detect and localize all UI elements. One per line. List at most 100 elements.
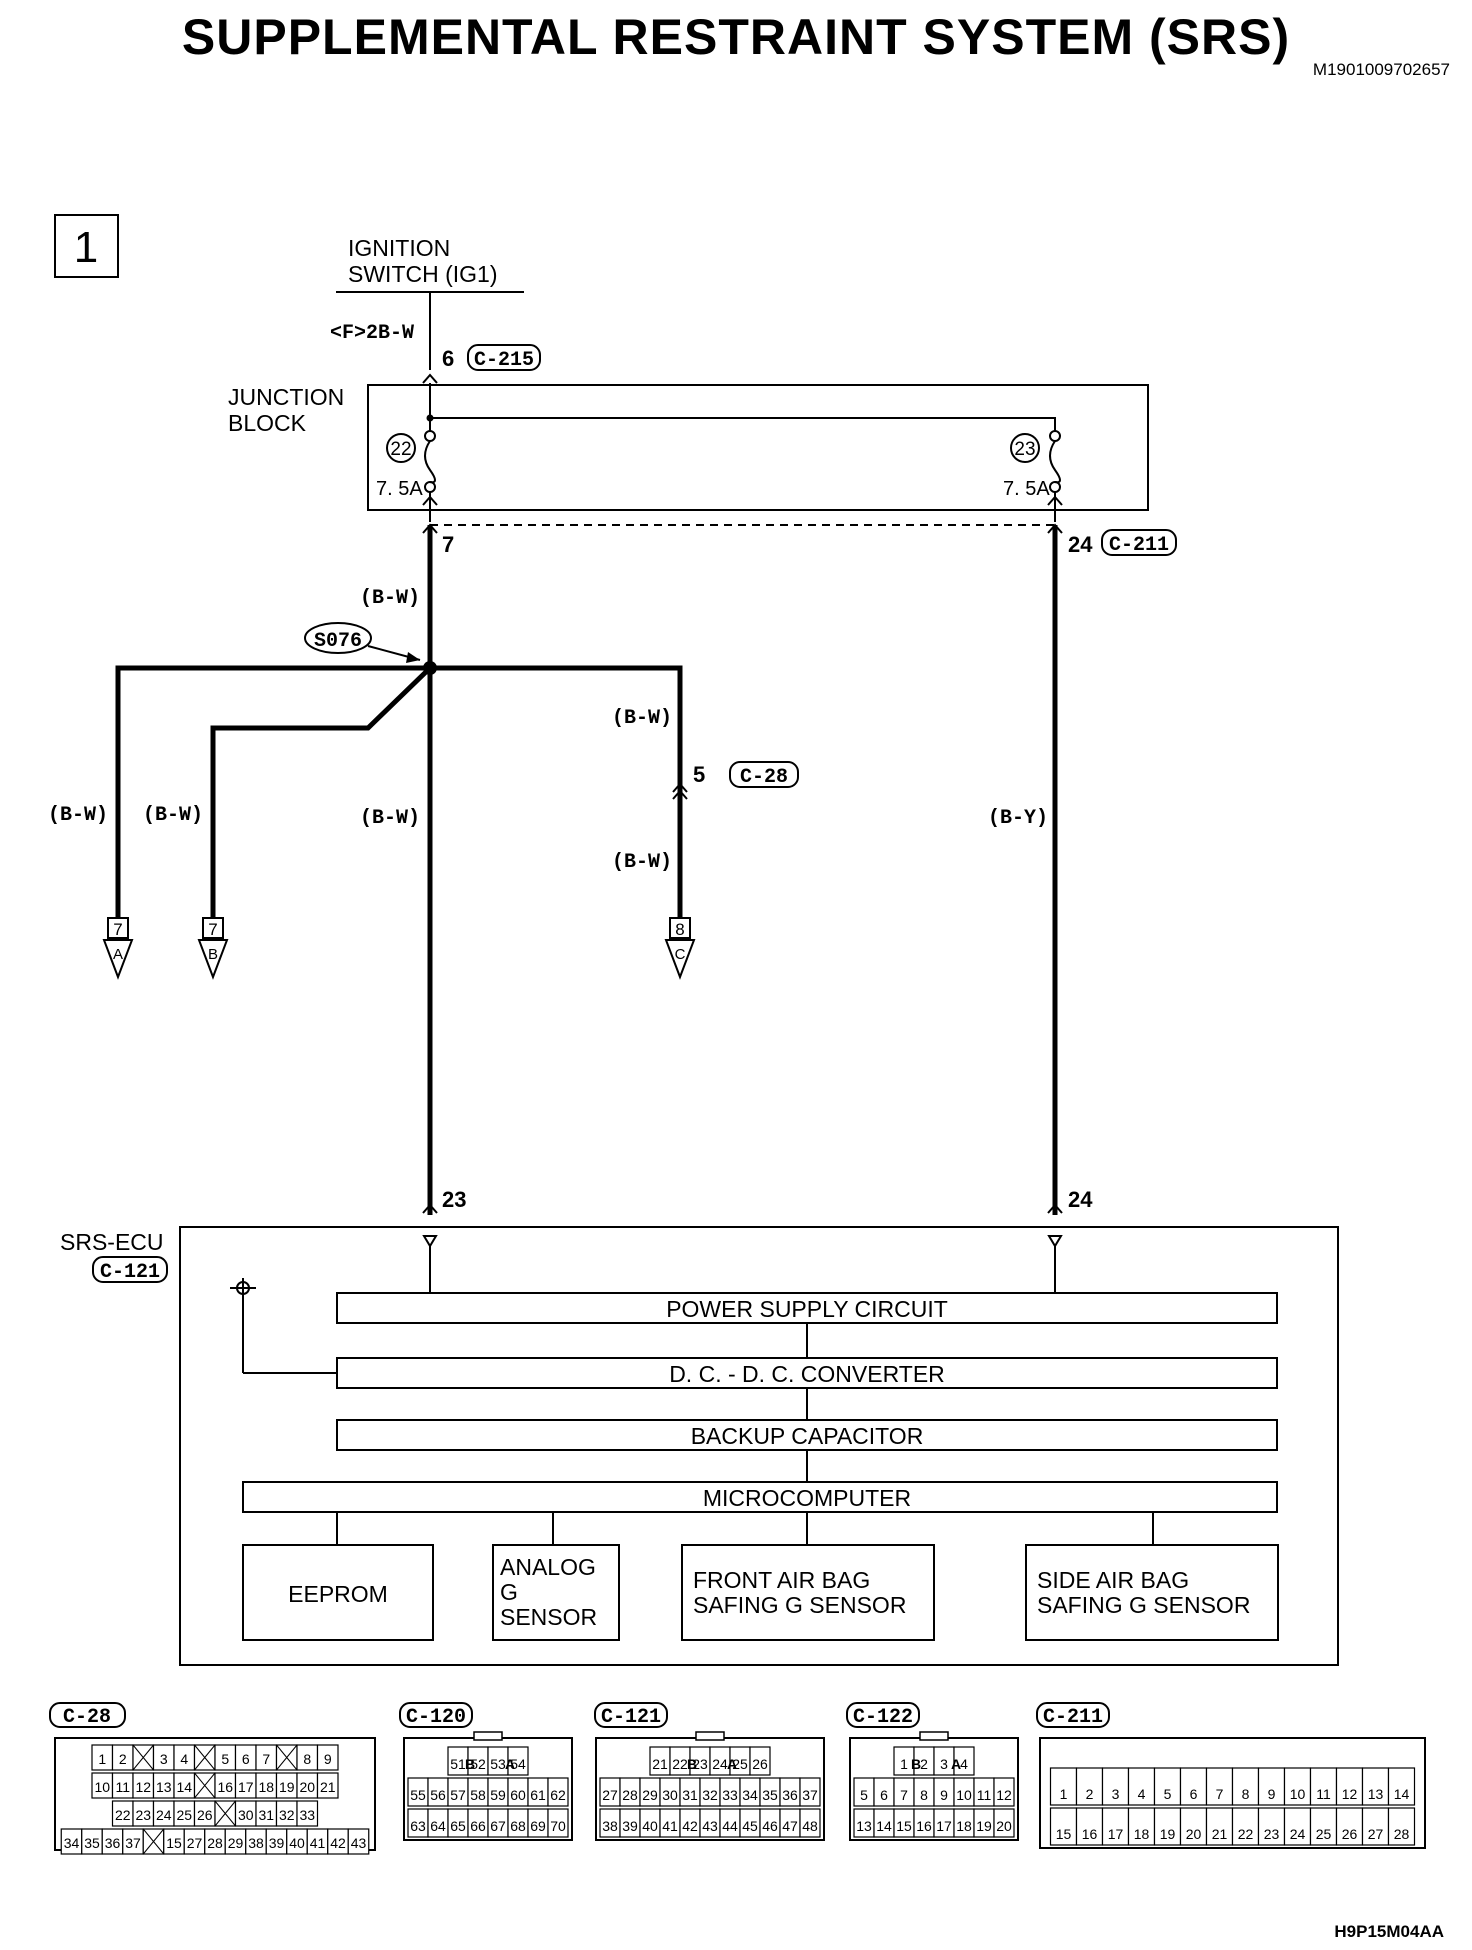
ecu-term-right bbox=[1047, 1203, 1063, 1214]
fuse-left-element bbox=[424, 440, 436, 484]
c28-connector-badge bbox=[729, 761, 799, 788]
c28-pin-number: 23 bbox=[135, 1807, 151, 1823]
c211-cavity bbox=[1257, 1767, 1286, 1806]
c28-pin-number: 42 bbox=[330, 1835, 346, 1851]
c28-cavity bbox=[347, 1828, 370, 1855]
c122-pin-number: 3 bbox=[940, 1756, 948, 1772]
c120-pin-number: 55 bbox=[410, 1787, 426, 1803]
svg-text:BACKUP CAPACITOR: BACKUP CAPACITOR bbox=[691, 1423, 924, 1449]
c120-pin-number: 57 bbox=[450, 1787, 466, 1803]
c28-blank-mark bbox=[194, 1744, 216, 1771]
offpage-c[interactable]: 8 C bbox=[664, 917, 696, 980]
c211-pin-number: 1 bbox=[1060, 1786, 1068, 1802]
c28-blank-mark bbox=[214, 1800, 236, 1827]
svg-text:8: 8 bbox=[675, 920, 684, 939]
c211-face-badge bbox=[1036, 1702, 1110, 1728]
c121-pin-number: 26 bbox=[752, 1756, 768, 1772]
ecu-name: SRS-ECU bbox=[60, 1229, 164, 1255]
microcomputer: MICROCOMPUTER bbox=[242, 1481, 1278, 1513]
svg-text:FRONT AIR BAG: FRONT AIR BAG bbox=[693, 1567, 870, 1593]
c211-pin-number: 16 bbox=[1082, 1826, 1098, 1842]
c211-face-label: C-211 bbox=[1043, 1706, 1103, 1729]
dcdc-converter: D. C. - D. C. CONVERTER bbox=[336, 1357, 1278, 1389]
fuse-left-badge bbox=[386, 433, 416, 463]
c211-pin-number: 18 bbox=[1134, 1826, 1150, 1842]
c120-pin-number: 70 bbox=[550, 1818, 566, 1834]
wire-color-center: (B-W) bbox=[360, 807, 420, 830]
c122-pin-number: 9 bbox=[940, 1787, 948, 1803]
c120-pin-number: 53 bbox=[490, 1756, 506, 1772]
svg-text:SAFING G SENSOR: SAFING G SENSOR bbox=[693, 1592, 906, 1618]
c211-pin-number: 9 bbox=[1268, 1786, 1276, 1802]
c28-term-2 bbox=[672, 789, 688, 800]
c120-pin-number: 61 bbox=[530, 1787, 546, 1803]
svg-text:G: G bbox=[500, 1579, 518, 1605]
c211-pin-number: 25 bbox=[1316, 1826, 1332, 1842]
sheet-number-box bbox=[54, 214, 119, 278]
c28-pin-number: 24 bbox=[156, 1807, 172, 1823]
c122-pin-number: 15 bbox=[896, 1818, 912, 1834]
c28-cavity bbox=[316, 1744, 339, 1771]
c211-cavity bbox=[1231, 1767, 1260, 1806]
c211-pin-number: 3 bbox=[1112, 1786, 1120, 1802]
c121-pin-number: 23 bbox=[692, 1756, 708, 1772]
c121-latch bbox=[695, 1731, 725, 1741]
c28-pin-number: 1 bbox=[98, 1751, 106, 1767]
c211-pin-number: 10 bbox=[1290, 1786, 1306, 1802]
c28-pin-number: 26 bbox=[197, 1807, 213, 1823]
c211-cavity bbox=[1205, 1767, 1234, 1806]
c28-pin-number: 40 bbox=[289, 1835, 305, 1851]
c122-cavity bbox=[953, 1746, 975, 1776]
c28-blank-mark bbox=[132, 1744, 154, 1771]
c28-pin-number: 20 bbox=[299, 1779, 315, 1795]
c28-pin-number: 18 bbox=[258, 1779, 274, 1795]
svg-text:C: C bbox=[675, 946, 686, 963]
c121-pin-number: 22 bbox=[672, 1756, 688, 1772]
c28-pin-number: 28 bbox=[207, 1835, 223, 1851]
c121-cavity bbox=[799, 1777, 821, 1807]
sheet-number: 1 bbox=[74, 223, 98, 272]
c28-pin-number: 12 bbox=[135, 1779, 151, 1795]
c211-cavity bbox=[1075, 1807, 1104, 1846]
c120-pin-number: 58 bbox=[470, 1787, 486, 1803]
c121-key-a: A bbox=[727, 1756, 737, 1772]
c211-pin-number: 2 bbox=[1086, 1786, 1094, 1802]
c211-pin-number: 28 bbox=[1394, 1826, 1410, 1842]
c122-pin-number: 10 bbox=[956, 1787, 972, 1803]
c121-face-label: C-121 bbox=[601, 1706, 661, 1729]
c122-pin-number: 11 bbox=[977, 1787, 992, 1803]
branch-b bbox=[210, 666, 432, 955]
c121-pin-number: 27 bbox=[602, 1787, 618, 1803]
c28-blank-mark bbox=[142, 1828, 165, 1855]
eeprom-block: EEPROM bbox=[242, 1544, 434, 1641]
c211-pin-number: 23 bbox=[1264, 1826, 1280, 1842]
c211-cavity bbox=[1283, 1767, 1312, 1806]
offpage-b[interactable]: 7 B bbox=[197, 917, 229, 980]
fuse-right-number: 23 bbox=[1014, 439, 1035, 460]
ignition-label-2: SWITCH (IG1) bbox=[348, 261, 498, 287]
c211-pin-number: 24 bbox=[1290, 1826, 1306, 1842]
c121-pin-number: 36 bbox=[782, 1787, 798, 1803]
ignition-wire-code: <F>2B-W bbox=[330, 322, 414, 345]
c28-pin-number: 43 bbox=[351, 1835, 367, 1851]
c211-cavity bbox=[1257, 1807, 1286, 1846]
c28-pin-number: 38 bbox=[248, 1835, 264, 1851]
side-airbag-safing-sensor-block: SIDE AIR BAG SAFING G SENSOR bbox=[1025, 1544, 1279, 1641]
c211-pin-number: 4 bbox=[1138, 1786, 1146, 1802]
c211-pin-number: 21 bbox=[1212, 1826, 1228, 1842]
c211-cavity bbox=[1387, 1767, 1416, 1806]
offpage-a[interactable]: 7 A bbox=[102, 917, 134, 980]
c211-cavity bbox=[1335, 1807, 1364, 1846]
c120-pin-number: 63 bbox=[410, 1818, 426, 1834]
backup-capacitor: BACKUP CAPACITOR bbox=[336, 1419, 1278, 1451]
c121-pin-number: 33 bbox=[722, 1787, 738, 1803]
splice-label: S076 bbox=[314, 630, 362, 653]
c211-pin-number: 17 bbox=[1108, 1826, 1124, 1842]
c121-pin-number: 43 bbox=[702, 1818, 718, 1834]
c121-pin-number: 40 bbox=[642, 1818, 658, 1834]
c211-cavity bbox=[1127, 1807, 1156, 1846]
c122-pin-number: 20 bbox=[996, 1818, 1012, 1834]
c28-pin-number: 4 bbox=[180, 1751, 188, 1767]
